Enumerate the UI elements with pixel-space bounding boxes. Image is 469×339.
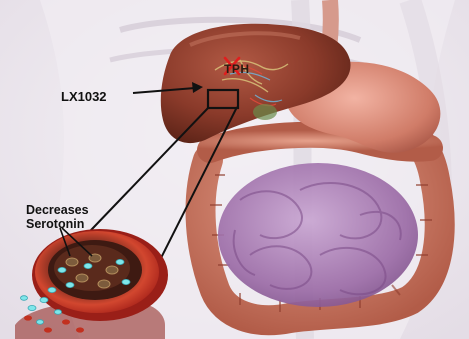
drug-label: LX1032 <box>61 90 107 103</box>
enzyme-label: TPH <box>224 62 250 76</box>
gallbladder <box>253 104 277 120</box>
effect-label-line-2: Serotonin <box>26 218 89 232</box>
effect-label-line-1: Decreases <box>26 204 89 218</box>
effect-label: Decreases Serotonin <box>26 204 89 232</box>
